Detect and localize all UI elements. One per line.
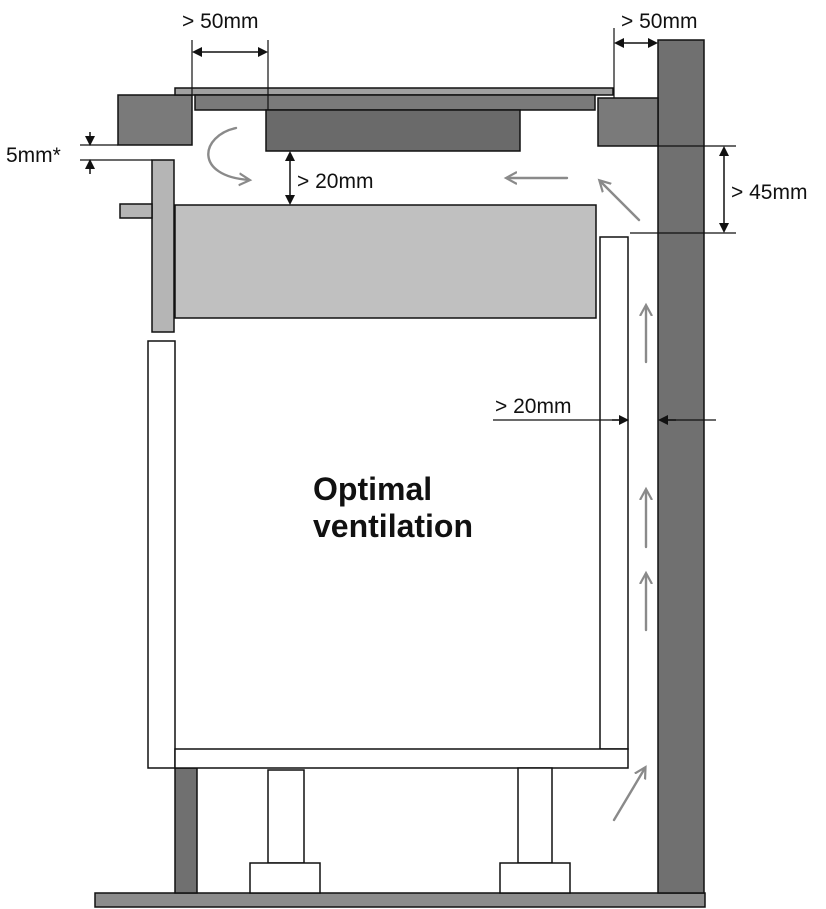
hob-glass [174,87,614,96]
airflow-arrow-icon [600,181,641,222]
label-gap-back: > 20mm [495,395,571,418]
worktop-right [597,97,659,147]
airflow-arrow-icon [612,768,645,822]
hob-body [265,109,521,152]
airflow-arrow-icon [207,126,249,180]
leg-right [517,767,553,864]
floor-plate [94,892,706,908]
label-gap-45mm: > 45mm [731,181,807,204]
left-cabinet-base [174,767,198,894]
leg-left-foot [249,862,321,894]
oven-body [174,204,597,319]
hob-frame [194,94,596,111]
oven-door [151,159,175,333]
worktop-left [117,94,193,146]
leg-right-foot [499,862,571,894]
cabinet-front-panel [147,340,176,769]
label-gap-5mm: 5mm* [6,144,61,167]
label-gap-top-left: > 50mm [182,10,258,33]
label-gap-under-hob: > 20mm [297,170,373,193]
title-line-2: ventilation [313,508,473,544]
oven-handle [119,203,153,219]
cabinet-bottom-shelf [174,748,629,769]
title-line-1: Optimal [313,471,432,507]
cabinet-back-panel [599,236,629,750]
leg-left [267,769,305,864]
back-wall [657,39,705,894]
label-gap-top-right: > 50mm [621,10,697,33]
